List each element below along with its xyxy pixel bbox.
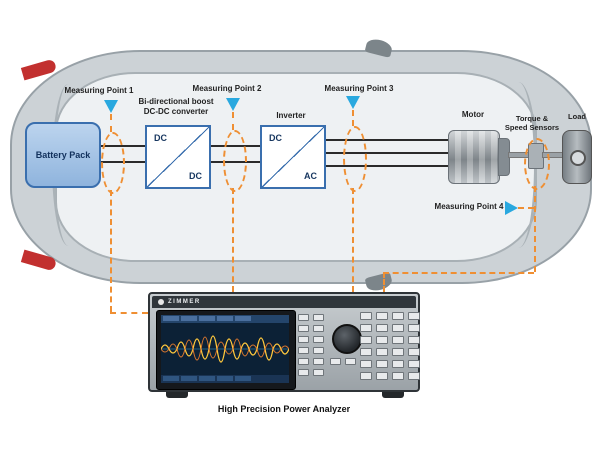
zimmer-logo-icon <box>158 299 164 305</box>
dashed-connector <box>383 272 385 292</box>
measuring-point-1-probe-ellipse <box>101 132 125 194</box>
analyzer-button <box>392 372 404 380</box>
analyzer-button <box>392 360 404 368</box>
analyzer-keypad <box>360 312 420 380</box>
analyzer-button <box>298 325 309 332</box>
analyzer-button <box>376 336 388 344</box>
analyzer-button <box>376 324 388 332</box>
dashed-connector <box>383 272 534 274</box>
analyzer-caption: High Precision Power Analyzer <box>217 404 351 414</box>
power-analyzer: ZIMMER <box>148 292 420 392</box>
analyzer-button <box>298 347 309 354</box>
measuring-point-4-triangle-icon <box>505 201 518 215</box>
waveform-plot <box>161 335 289 363</box>
dashed-connector <box>110 114 112 132</box>
analyzer-screen-bezel <box>156 310 296 390</box>
analyzer-button <box>376 312 388 320</box>
analyzer-button <box>298 314 309 321</box>
analyzer-button <box>313 347 324 354</box>
measuring-point-2-probe-ellipse <box>223 130 247 192</box>
analyzer-button <box>345 358 356 365</box>
analyzer-button <box>360 312 372 320</box>
analyzer-button <box>298 369 309 376</box>
sensors-label: Torque & Speed Sensors <box>504 114 560 133</box>
measuring-point-4-probe-ellipse <box>524 138 550 190</box>
motor <box>448 130 500 184</box>
measuring-point-2-label: Measuring Point 2 <box>192 84 262 93</box>
inverter-port-dc: DC <box>269 133 282 143</box>
measuring-point-1-label: Measuring Point 1 <box>64 86 134 95</box>
analyzer-button <box>298 358 309 365</box>
measuring-point-1-triangle-icon <box>104 100 118 113</box>
motor-label: Motor <box>461 110 485 119</box>
dashed-connector <box>232 188 234 292</box>
analyzer-screen <box>161 315 289 383</box>
battery-pack-label: Battery Pack <box>35 150 91 160</box>
analyzer-button <box>298 336 309 343</box>
analyzer-button <box>408 360 420 368</box>
converter-port-dc-in: DC <box>154 133 167 143</box>
load-label: Load <box>568 112 586 121</box>
dashed-connector <box>232 112 234 130</box>
measuring-point-3-label: Measuring Point 3 <box>324 84 394 93</box>
ac-phase-line <box>322 139 448 141</box>
measuring-point-2-triangle-icon <box>226 98 240 111</box>
analyzer-button <box>330 358 341 365</box>
analyzer-button <box>313 358 324 365</box>
analyzer-button <box>376 348 388 356</box>
dashed-connector <box>110 312 148 314</box>
battery-pack: Battery Pack <box>25 122 101 188</box>
converter-label: Bi-directional boost DC-DC converter <box>138 97 214 116</box>
dashed-connector <box>352 110 354 126</box>
analyzer-foot <box>382 392 404 398</box>
analyzer-button <box>408 336 420 344</box>
measuring-point-4-label: Measuring Point 4 <box>434 202 504 211</box>
analyzer-button <box>392 348 404 356</box>
analyzer-button <box>376 372 388 380</box>
analyzer-knob <box>332 324 362 354</box>
dashed-connector <box>110 190 112 312</box>
converter-port-dc-out: DC <box>189 171 202 181</box>
analyzer-button <box>360 324 372 332</box>
inverter-port-ac: AC <box>304 171 317 181</box>
analyzer-button <box>313 369 324 376</box>
dashed-connector <box>518 207 534 209</box>
analyzer-button <box>408 372 420 380</box>
analyzer-button <box>360 348 372 356</box>
analyzer-button <box>313 314 324 321</box>
analyzer-button <box>408 312 420 320</box>
analyzer-button <box>376 360 388 368</box>
analyzer-brand: ZIMMER <box>168 299 201 305</box>
analyzer-button <box>313 336 324 343</box>
screen-status-bar <box>161 375 289 383</box>
dashed-connector <box>352 188 354 292</box>
dashed-connector <box>534 186 536 272</box>
analyzer-button <box>360 360 372 368</box>
inverter: DC AC <box>260 125 326 189</box>
load-hub <box>570 150 586 166</box>
analyzer-knob-buttons <box>330 358 356 365</box>
analyzer-button <box>313 325 324 332</box>
analyzer-top-strip: ZIMMER <box>152 296 416 308</box>
analyzer-button <box>408 324 420 332</box>
analyzer-button <box>392 336 404 344</box>
analyzer-soft-keys <box>298 314 324 376</box>
measuring-point-3-triangle-icon <box>346 96 360 109</box>
analyzer-button <box>360 336 372 344</box>
analyzer-button <box>360 372 372 380</box>
inverter-label: Inverter <box>276 111 306 120</box>
analyzer-button <box>392 324 404 332</box>
analyzer-button <box>392 312 404 320</box>
dcdc-converter: DC DC <box>145 125 211 189</box>
ac-phase-line <box>322 165 448 167</box>
analyzer-button <box>408 348 420 356</box>
ac-phase-line <box>322 152 448 154</box>
measuring-point-3-probe-ellipse <box>343 126 367 192</box>
analyzer-foot <box>166 392 188 398</box>
screen-menu-bar <box>161 315 289 323</box>
